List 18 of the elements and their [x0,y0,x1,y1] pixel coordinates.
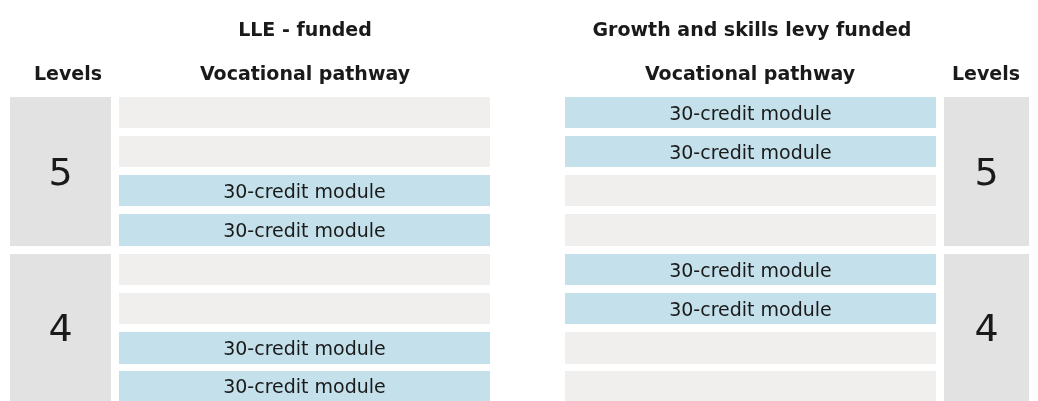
column-heading: Levels [33,62,103,84]
column-group-heading: Growth and skills levy funded [592,18,912,40]
module-bar: 30-credit module [565,136,936,167]
column-group-heading: LLE - funded [238,18,372,40]
module-bar: 30-credit module [565,293,936,324]
column-heading: Levels [951,62,1021,84]
module-bar: 30-credit module [119,214,490,246]
level-band: 4 [944,254,1029,401]
level-band: 4 [10,254,111,401]
module-bar: 30-credit module [119,371,490,401]
module-bar: 30-credit module [565,254,936,285]
module-bar: 30-credit module [119,175,490,206]
column-heading: Vocational pathway [199,62,411,84]
module-bar: 30-credit module [119,332,490,364]
level-band: 5 [10,97,111,246]
column-heading: Vocational pathway [644,62,856,84]
module-bar: 30-credit module [565,97,936,128]
level-band: 5 [944,97,1029,246]
